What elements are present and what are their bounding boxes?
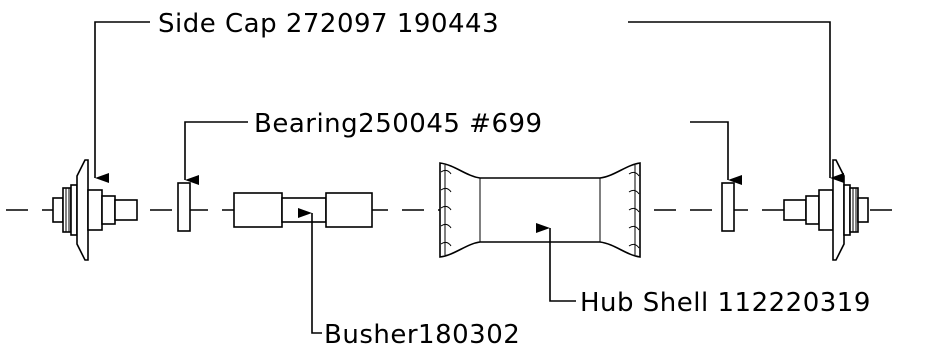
side-cap-leader-right — [628, 21, 844, 183]
left-bearing — [177, 182, 191, 232]
hub-shell — [439, 162, 641, 258]
hub-shell-label: Hub Shell 112220319 — [580, 288, 871, 318]
side-cap-label: Side Cap 272097 190443 — [158, 9, 499, 39]
side-cap-leader-left — [94, 21, 150, 183]
left-flange-spoke-holes — [440, 169, 452, 247]
hub-shell-leader — [536, 223, 576, 302]
right-bearing — [721, 182, 735, 232]
busher — [233, 192, 373, 228]
bearing-label: Bearing250045 #699 — [254, 109, 543, 139]
busher-label: Busher180302 — [324, 320, 520, 350]
right-side-cap — [783, 159, 869, 261]
right-flange-spoke-holes — [628, 171, 640, 249]
busher-leader — [298, 208, 322, 334]
bearing-leader-left — [184, 121, 248, 185]
bearing-leader-right — [690, 121, 742, 185]
left-side-cap — [52, 159, 138, 261]
